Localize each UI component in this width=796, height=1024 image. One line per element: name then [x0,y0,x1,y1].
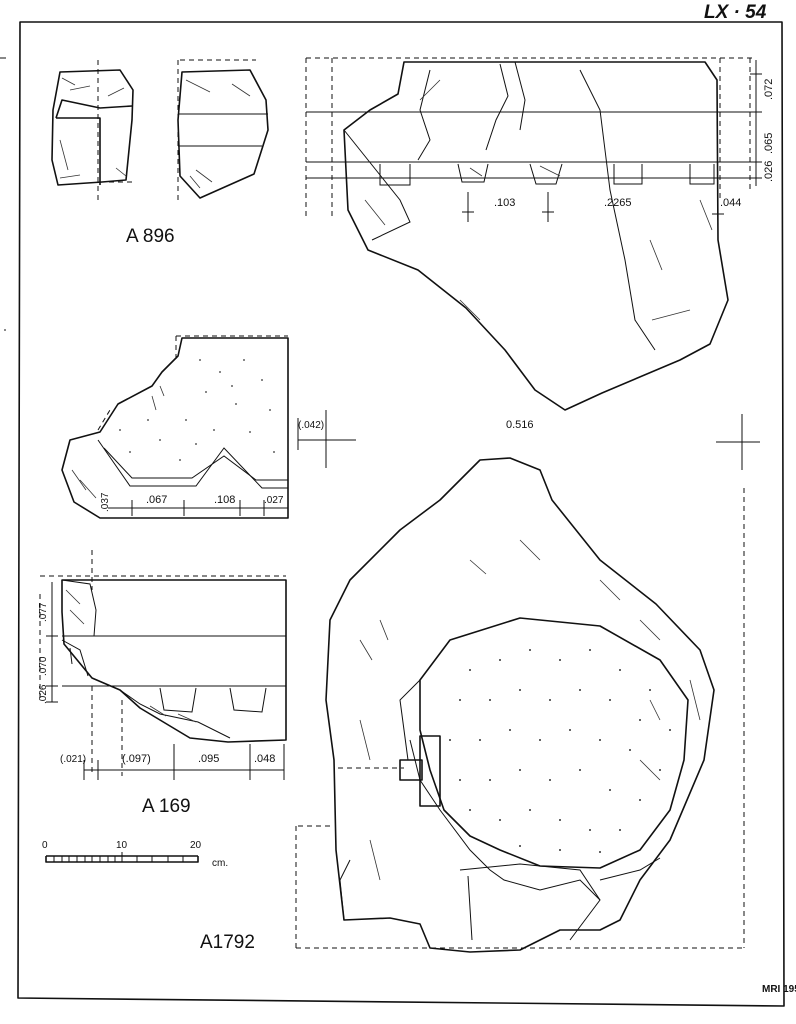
scale-tick-10: 10 [116,840,128,851]
a169-side-dim-3: .026 [38,684,49,704]
top-right-dim-side-2: .065 [763,133,775,154]
fragment-a896-label: A 896 [126,226,175,247]
dentil-dim-1: .037 [100,492,111,512]
plate-frame [17,21,785,1007]
scale-tick-0: 0 [42,840,48,851]
dentil-dim-3: .108 [214,494,235,506]
fragment-a1792-label: A1792 [200,932,255,953]
scale-bar [45,852,199,863]
top-right-dim-side-1: .072 [763,79,775,100]
dentil-side-dim: (.042) [298,420,324,431]
a169-bottom-dim-4: .048 [254,753,275,765]
registration-cross-mid [300,410,356,468]
registration-cross-right [716,414,760,470]
initials: MRI 195 [762,984,796,995]
a169-bottom-dim-2: (.097) [122,753,151,765]
top-right-dim-bottom-1: .103 [494,197,515,209]
dentil-block-drawing [61,335,330,519]
dentil-dim-4: .027 [264,495,284,506]
scale-tick-20: 20 [190,840,202,851]
top-right-dim-bottom-2: .2265 [604,197,632,209]
a169-bottom-dim-1: (.021) [60,754,86,765]
a169-side-dim-2: .070 [38,656,49,676]
fragment-a169-drawing [39,550,287,780]
plate-number: LX · 54 [704,2,767,23]
fragment-a169-label: A 169 [142,796,191,817]
fragment-a1792-drawing [295,457,745,953]
dentil-dim-2: .067 [146,494,167,506]
anchor-clamp [399,735,441,807]
top-right-dim-side-3: .026 [763,161,775,182]
top-right-dim-bottom-3: .044 [720,197,741,209]
fragment-a896-drawing [51,59,269,200]
scale-unit: cm. [212,858,228,869]
top-right-block-drawing [305,57,762,411]
a169-bottom-dim-3: .095 [198,753,219,765]
plate-frame-edge [0,57,6,331]
top-right-width-label: 0.516 [506,419,534,431]
a169-side-dim-1: .077 [38,602,49,622]
